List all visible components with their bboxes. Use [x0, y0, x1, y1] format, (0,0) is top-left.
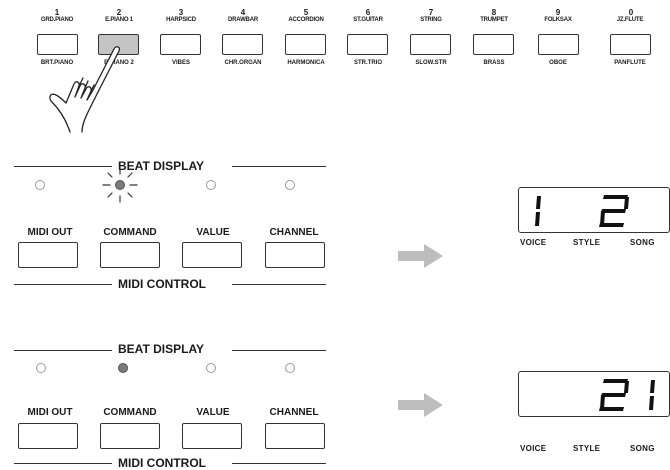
beat-led-2 — [118, 363, 128, 373]
voice-bottom-label: PANFLUTE — [600, 60, 660, 66]
lcd-style-label: STYLE — [573, 238, 600, 247]
midi-out-label: MIDI OUT — [15, 227, 85, 238]
voice-number: 6 — [340, 9, 396, 17]
right-arrow-icon — [398, 392, 444, 418]
beat-led-4 — [285, 180, 295, 190]
channel-label: CHANNEL — [259, 227, 329, 238]
channel-button[interactable] — [265, 242, 325, 268]
voice-number: 9 — [530, 9, 586, 17]
voice-key-7[interactable] — [410, 34, 451, 55]
lcd-digits — [525, 376, 665, 414]
voice-number: 7 — [403, 9, 459, 17]
beat-led-3 — [206, 363, 216, 373]
divider — [14, 350, 112, 351]
divider — [232, 350, 326, 351]
lcd-voice-label: VOICE — [520, 238, 546, 247]
voice-top-label: STRING — [401, 17, 461, 23]
voice-key-8[interactable] — [473, 34, 514, 55]
voice-number: 2 — [91, 9, 147, 17]
voice-top-label: ACCORDION — [276, 17, 336, 23]
divider — [232, 166, 326, 167]
lcd-song-label: SONG — [630, 238, 655, 247]
voice-number: 4 — [215, 9, 271, 17]
voice-bottom-label: HARMONICA — [276, 60, 336, 66]
voice-top-label: ST.GUITAR — [338, 17, 398, 23]
voice-top-label: JZ.FLUTE — [600, 17, 660, 23]
command-label: COMMAND — [95, 407, 165, 418]
command-label: COMMAND — [95, 227, 165, 238]
voice-top-label: TRUMPET — [464, 17, 524, 23]
lcd-digits — [525, 192, 665, 230]
voice-bottom-label: BRASS — [464, 60, 524, 66]
channel-label: CHANNEL — [259, 407, 329, 418]
led-flash-rays-icon — [100, 165, 140, 205]
beat-led-1 — [35, 180, 45, 190]
lcd-song-label: SONG — [630, 444, 655, 453]
voice-bottom-label: CHR.ORGAN — [213, 60, 273, 66]
lcd-voice-label: VOICE — [520, 444, 546, 453]
voice-top-label: FOLKSAX — [528, 17, 588, 23]
voice-bottom-label: SLOW.STR — [401, 60, 461, 66]
midi-out-label: MIDI OUT — [15, 407, 85, 418]
midi-control-title: MIDI CONTROL — [118, 277, 206, 291]
voice-key-0[interactable] — [610, 34, 651, 55]
voice-top-label: GRD.PIANO — [27, 17, 87, 23]
divider — [14, 284, 112, 285]
voice-key-6[interactable] — [347, 34, 388, 55]
value-button[interactable] — [182, 242, 242, 268]
midi-out-button[interactable] — [18, 423, 78, 449]
voice-bottom-label: STR.TRIO — [338, 60, 398, 66]
voice-top-label: E.PIANO 1 — [89, 17, 149, 23]
voice-number: 0 — [603, 9, 659, 17]
voice-number: 5 — [278, 9, 334, 17]
lcd-display — [518, 371, 670, 417]
pressing-hand-icon — [30, 40, 130, 135]
channel-button[interactable] — [265, 423, 325, 449]
voice-bottom-label: OBOE — [528, 60, 588, 66]
midi-out-button[interactable] — [18, 242, 78, 268]
voice-key-4[interactable] — [222, 34, 263, 55]
voice-key-3[interactable] — [160, 34, 201, 55]
voice-top-label: HARPSICD — [151, 17, 211, 23]
voice-top-label: DRAWBAR — [213, 17, 273, 23]
divider — [14, 463, 112, 464]
value-label: VALUE — [178, 227, 248, 238]
command-button[interactable] — [100, 242, 160, 268]
value-button[interactable] — [182, 423, 242, 449]
voice-number: 8 — [466, 9, 522, 17]
divider — [232, 463, 326, 464]
voice-number: 1 — [29, 9, 85, 17]
beat-display-title: BEAT DISPLAY — [118, 342, 204, 356]
lcd-style-label: STYLE — [573, 444, 600, 453]
voice-bottom-label: VIBES — [151, 60, 211, 66]
voice-number: 3 — [153, 9, 209, 17]
divider — [232, 284, 326, 285]
right-arrow-icon — [398, 243, 444, 269]
beat-led-3 — [206, 180, 216, 190]
midi-control-title: MIDI CONTROL — [118, 456, 206, 470]
voice-key-9[interactable] — [538, 34, 579, 55]
beat-led-1 — [36, 363, 46, 373]
divider — [14, 166, 112, 167]
lcd-display — [518, 187, 670, 233]
command-button[interactable] — [100, 423, 160, 449]
value-label: VALUE — [178, 407, 248, 418]
beat-led-4 — [285, 363, 295, 373]
voice-key-5[interactable] — [285, 34, 326, 55]
